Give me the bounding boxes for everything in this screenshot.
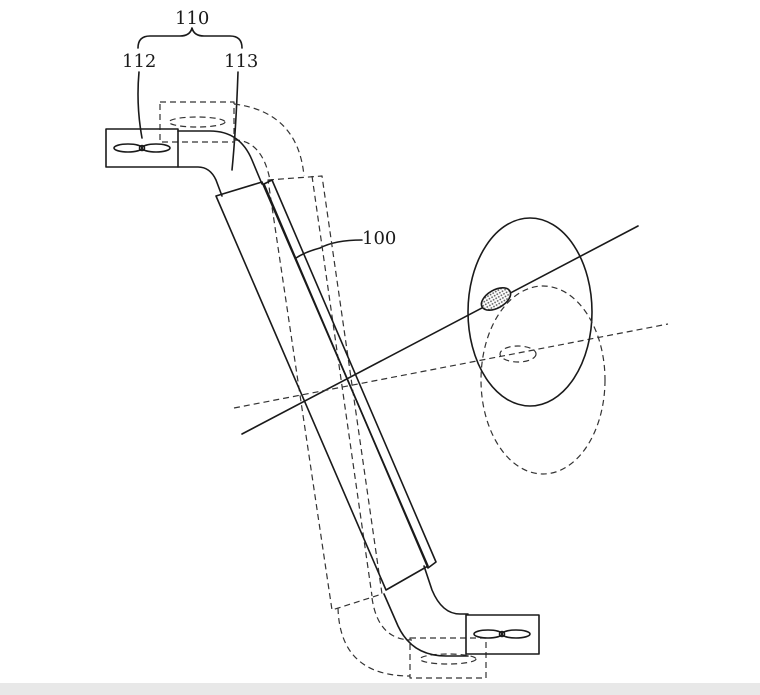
bottom-duct-inner [423, 565, 469, 615]
dashed-bottom-fan-icon [419, 653, 477, 665]
brace-110 [137, 27, 243, 49]
viewer-eye-solid [480, 287, 512, 311]
sight-line-solid [241, 225, 639, 435]
viewer-head-solid [467, 217, 593, 407]
dashed-bottom-duct-inner [371, 597, 413, 641]
label-110: 110 [175, 8, 209, 29]
top-duct [177, 130, 263, 185]
viewer-eye-dashed [499, 345, 537, 363]
viewer-head-dashed [480, 285, 606, 475]
label-113: 113 [224, 51, 258, 72]
solid-assembly [105, 128, 540, 657]
sight-line-dashed [233, 323, 669, 409]
leader-113 [231, 71, 239, 171]
dashed-top-fan-icon [168, 116, 226, 128]
bottom-fan-box [465, 614, 540, 655]
label-112: 112 [122, 51, 156, 72]
dashed-bottom-fan-box [409, 637, 487, 679]
display-screen [263, 179, 437, 569]
bottom-fan-icon [473, 629, 531, 639]
leader-112 [137, 71, 143, 139]
top-fan-icon [113, 143, 171, 153]
label-100: 100 [362, 228, 396, 249]
dashed-panel [267, 175, 383, 611]
dashed-assembly [159, 101, 487, 679]
dashed-panel-edge [311, 175, 373, 597]
dashed-top-duct [233, 103, 305, 177]
top-fan-box [105, 128, 179, 168]
dashed-bottom-duct [337, 607, 411, 677]
dashed-top-fan-box [159, 101, 235, 143]
top-duct-inner [177, 166, 223, 197]
bottom-duct [383, 593, 469, 657]
leader-100 [295, 239, 363, 259]
bottom-strip [0, 683, 760, 695]
